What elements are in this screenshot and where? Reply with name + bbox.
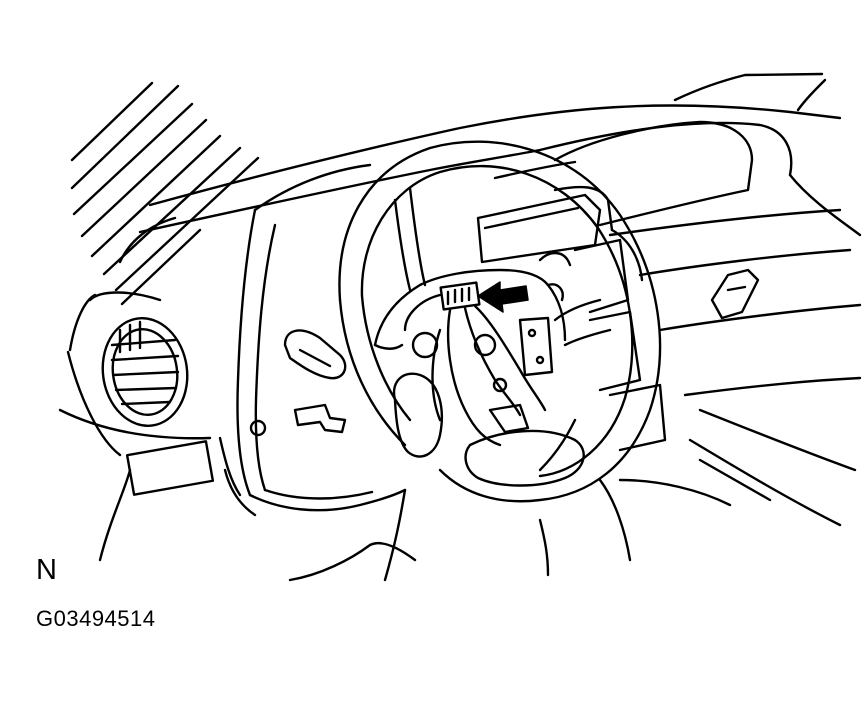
dashboard-outline (120, 74, 860, 525)
figure-code: G03494514 (36, 606, 156, 631)
steering-wheel (339, 142, 660, 502)
pointer-arrow-icon (478, 282, 528, 312)
view-label: N (36, 554, 57, 586)
windshield-hatching (72, 83, 258, 304)
center-stack (478, 187, 665, 450)
steering-hub (375, 253, 584, 485)
column-housing (225, 165, 405, 515)
left-air-vent (68, 293, 194, 456)
lower-dash-lines (290, 480, 730, 580)
left-lower-dash (60, 410, 240, 560)
glove-box-latch (712, 270, 758, 318)
